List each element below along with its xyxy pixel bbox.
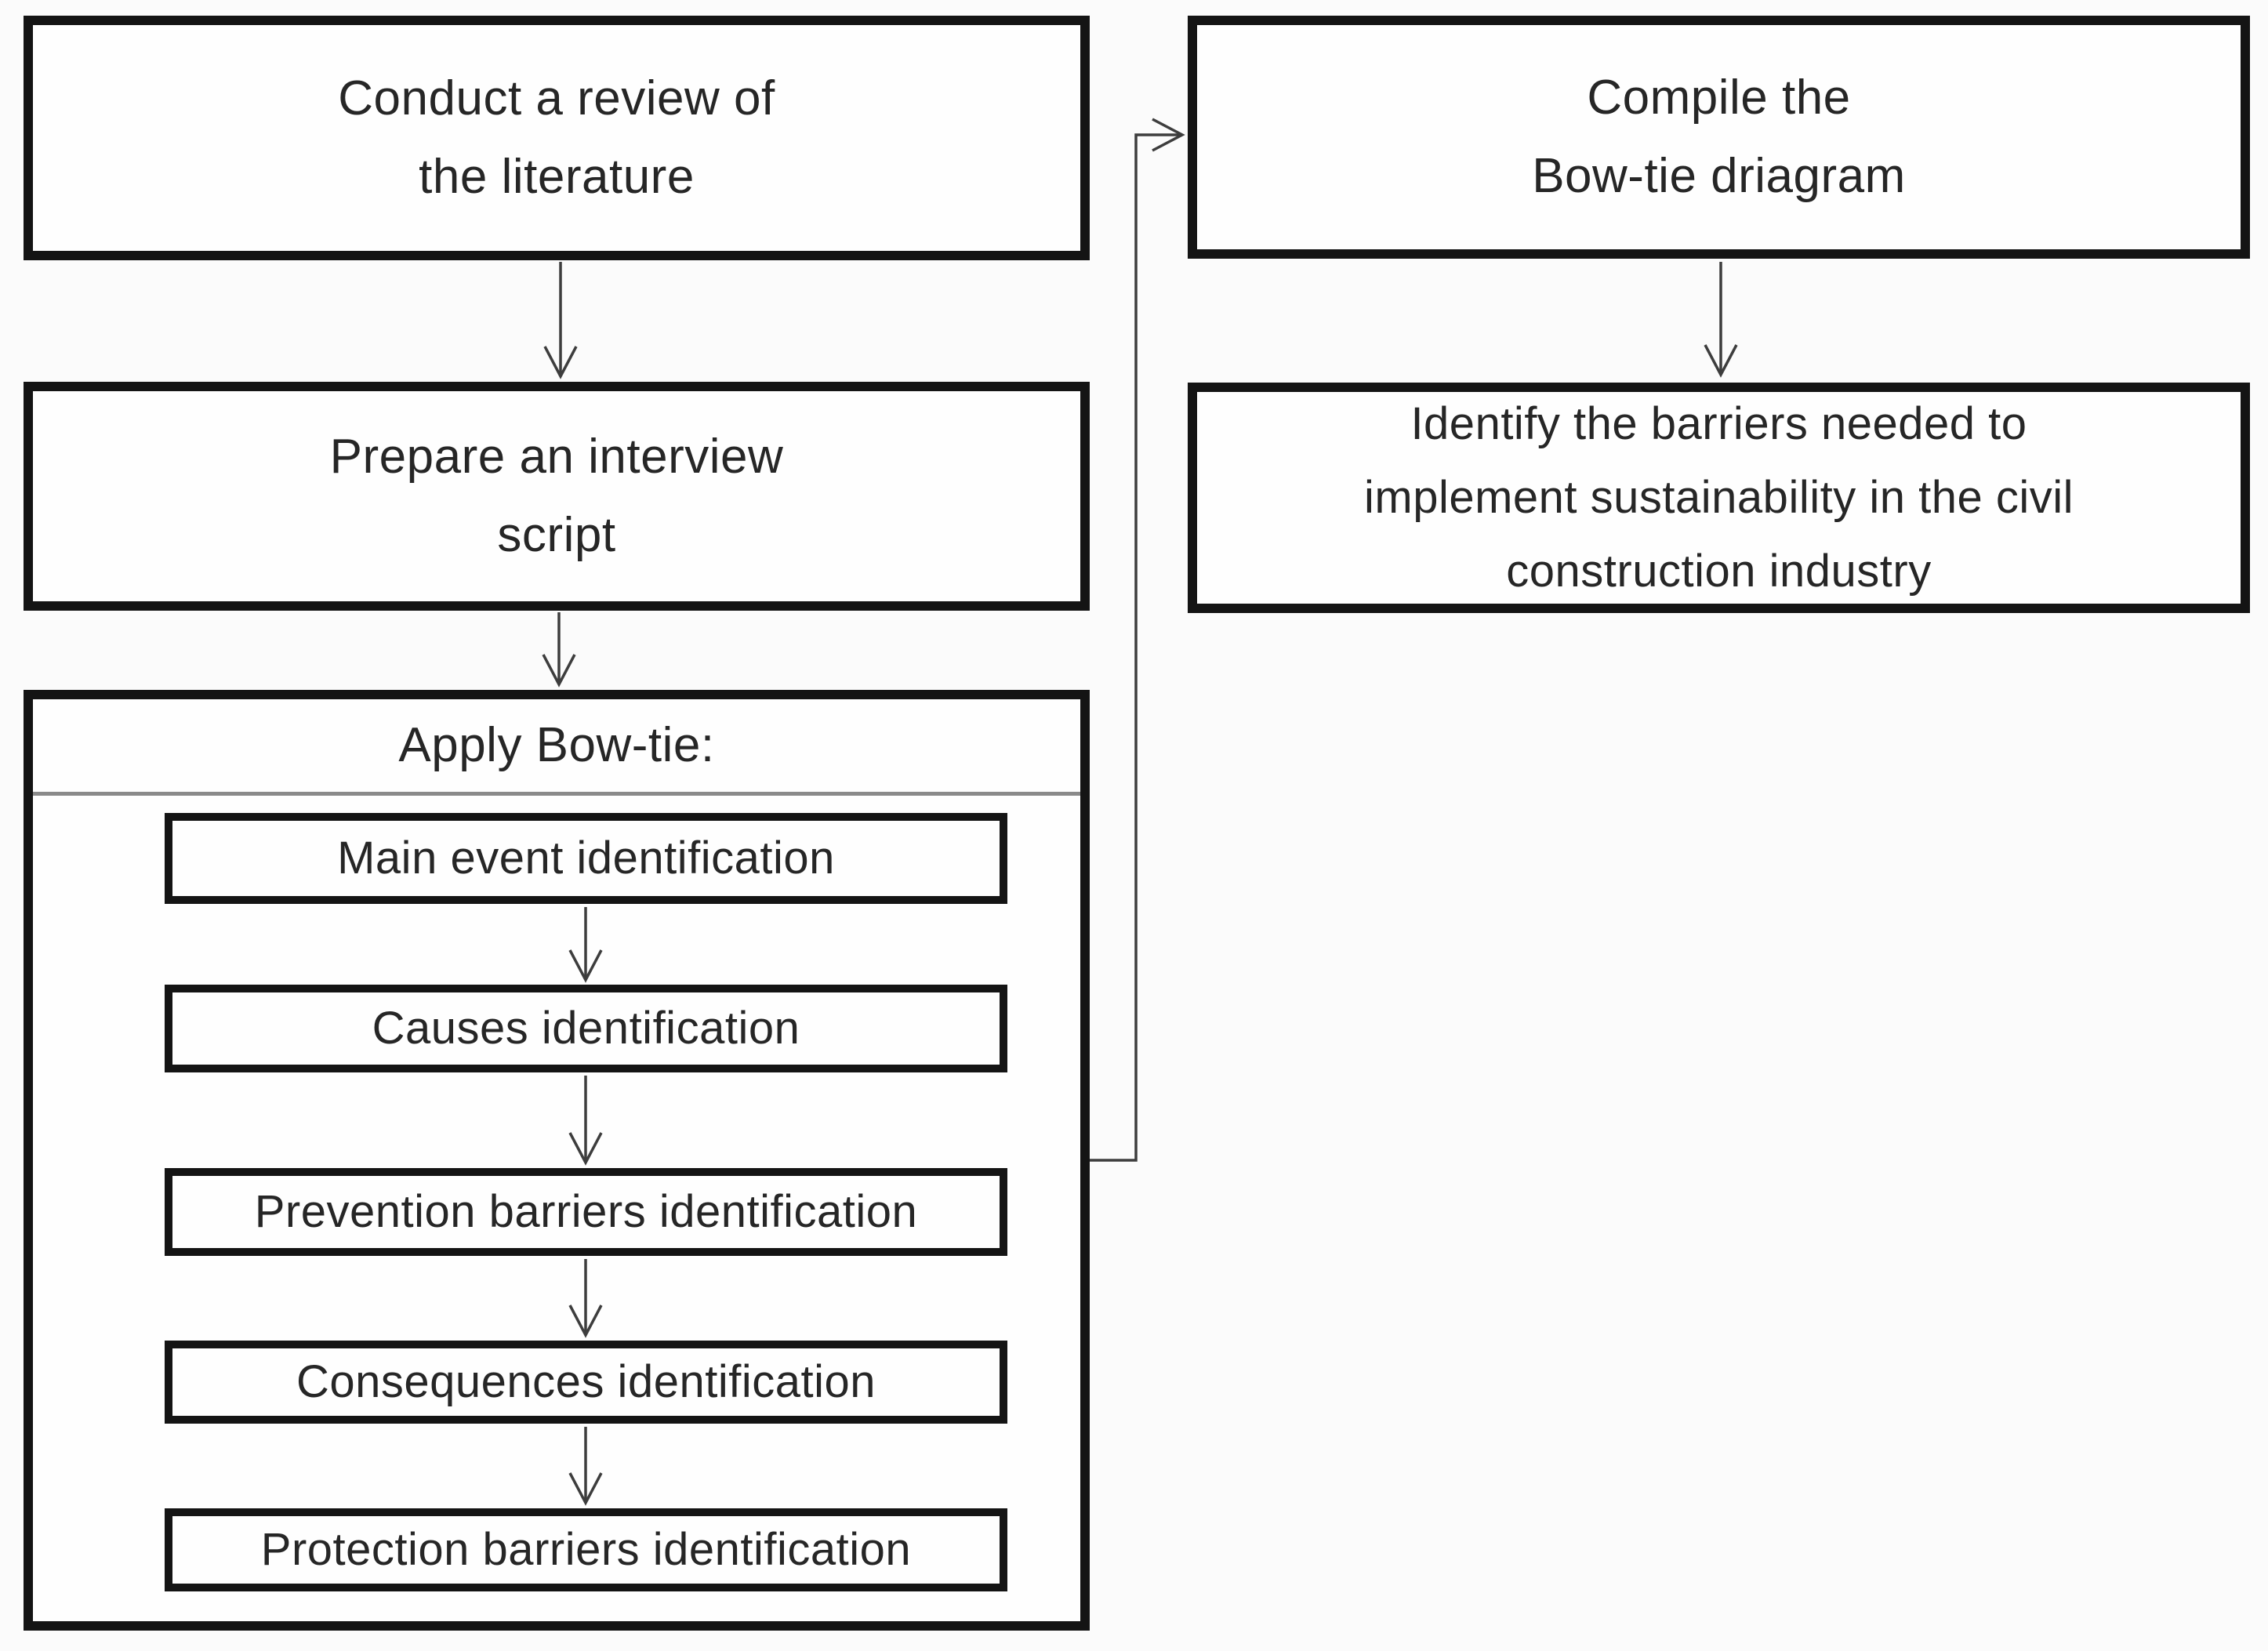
edge-bowtie-group-to-compile-arrow (1090, 118, 1185, 1162)
node-compile-bowtie-diagram: Compile the Bow-tie driagram (1188, 16, 2250, 259)
node-protection-barriers-identification-label: Protection barriers identification (260, 1524, 912, 1576)
node-prevention-barriers-identification: Prevention barriers identification (165, 1168, 1007, 1256)
node-prepare-interview-script: Prepare an interview script (24, 382, 1090, 611)
node-identify-barriers: Identify the barriers needed to implemen… (1188, 383, 2250, 613)
node-identify-barriers-label: Identify the barriers needed to implemen… (1364, 398, 2074, 597)
node-protection-barriers-identification: Protection barriers identification (165, 1508, 1007, 1591)
group-apply-bowtie-header: Apply Bow-tie: (33, 699, 1080, 792)
group-apply-bowtie-header-label: Apply Bow-tie: (398, 717, 715, 772)
node-conduct-literature-review-label: Conduct a review of the literature (338, 71, 775, 204)
group-apply-bowtie: Apply Bow-tie: Main event identification… (24, 690, 1090, 1631)
group-header-divider (33, 792, 1080, 796)
node-prepare-interview-script-label: Prepare an interview script (329, 429, 784, 562)
node-main-event-identification-label: Main event identification (337, 833, 835, 884)
node-conduct-literature-review: Conduct a review of the literature (24, 16, 1090, 260)
node-consequences-identification-label: Consequences identification (296, 1356, 876, 1408)
node-compile-bowtie-diagram-label: Compile the Bow-tie driagram (1532, 70, 1906, 203)
node-main-event-identification: Main event identification (165, 813, 1007, 904)
node-causes-identification-label: Causes identification (372, 1003, 800, 1054)
node-causes-identification: Causes identification (165, 985, 1007, 1072)
node-prevention-barriers-identification-label: Prevention barriers identification (254, 1186, 918, 1238)
node-consequences-identification: Consequences identification (165, 1341, 1007, 1424)
